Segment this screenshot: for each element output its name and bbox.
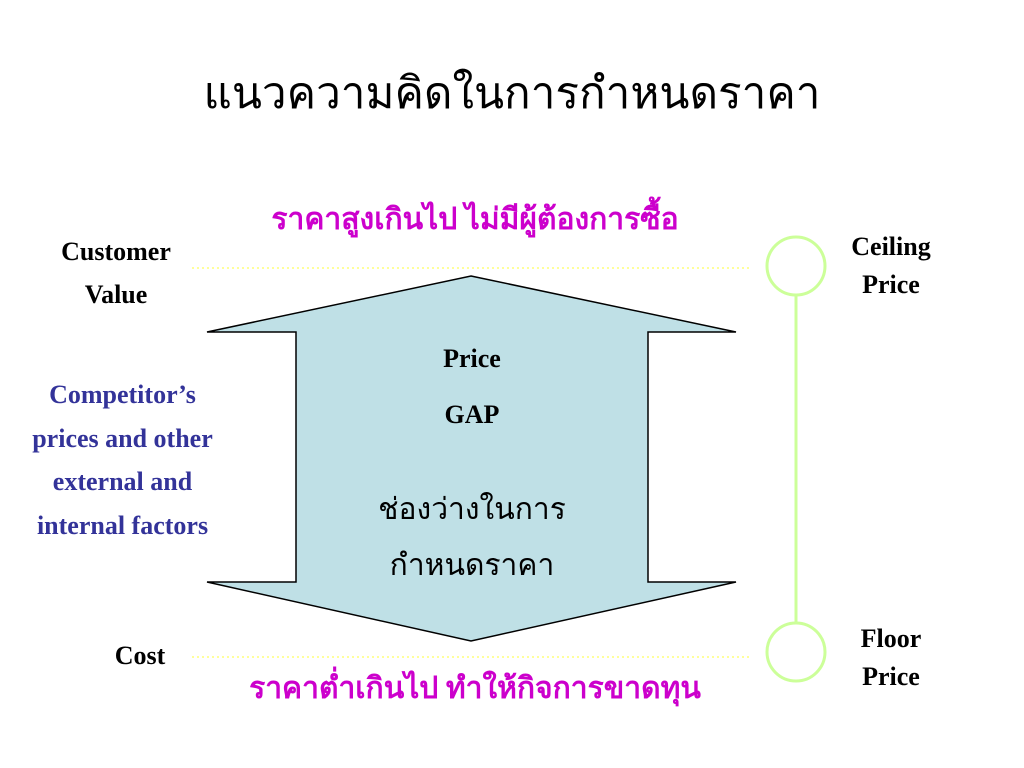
slide-title: แนวความคิดในการกำหนดราคา (203, 69, 821, 118)
floor-price-circle (765, 621, 827, 683)
competitor-factors-label: Competitor’s prices and other external a… (10, 373, 235, 547)
gap-price-label: Price (443, 344, 501, 373)
floor-price-label: Floor Price (836, 620, 946, 696)
gap-gap-label: GAP (444, 400, 500, 429)
too-high-price-note: ราคาสูงเกินไป ไม่มีผู้ต้องการซื้อ (271, 203, 679, 236)
customer-value-label: Customer Value (40, 230, 192, 316)
ceiling-price-circle (765, 235, 827, 297)
competitor-line-4: internal factors (36, 510, 209, 540)
price-gap-double-arrow (206, 275, 737, 642)
ceiling-price-label: Ceiling Price (836, 228, 946, 304)
gap-thai-label: ช่องว่างในการ กำหนดราคา (360, 482, 584, 594)
too-low-price-note: ราคาต่ำเกินไป ทำให้กิจการขาดทุน (249, 672, 701, 705)
cost-label: Cost (114, 641, 166, 670)
competitor-line-3: external and (52, 467, 193, 496)
customer-value-line-2: Value (84, 280, 148, 309)
floor-line-2: Price (862, 662, 920, 691)
customer-value-line-1: Customer (61, 237, 171, 266)
competitor-line-2: prices and other (32, 423, 213, 453)
ceiling-line-1: Ceiling (851, 232, 931, 261)
ceiling-line-2: Price (862, 270, 920, 299)
competitor-line-1: Competitor’s (49, 380, 196, 409)
floor-line-1: Floor (860, 624, 922, 653)
gap-thai-line-1: ช่องว่างในการ (378, 493, 566, 526)
gap-thai-line-2: กำหนดราคา (389, 549, 555, 582)
